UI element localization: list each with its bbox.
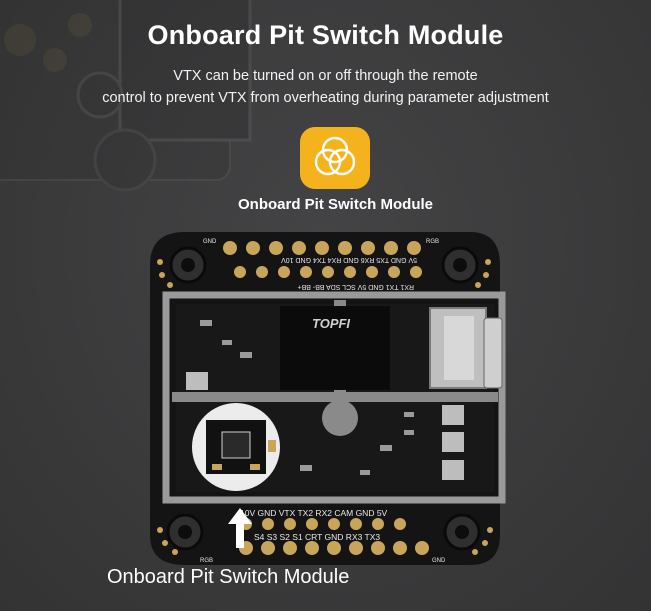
top-pad-labels-2: RX1 TX1 GND 5V SCL SDA BB- BB+ xyxy=(297,283,414,290)
corner-label-gnd-top: GND xyxy=(203,239,217,245)
corner-label-gnd-bottom: GND xyxy=(432,558,446,564)
bottom-solder-pads xyxy=(239,518,429,555)
board-brand: TOPFI xyxy=(312,316,350,331)
overlapping-circles-icon xyxy=(314,136,356,176)
callout-label: Onboard Pit Switch Module xyxy=(107,566,350,588)
top-pad-labels-1: 5V GND TX5 RX6 GND RX4 TX4 GND 10V xyxy=(281,256,417,263)
bottom-pad-labels-2: S4 S3 S2 S1 CRT GND RX3 TX3 xyxy=(254,532,380,542)
up-arrow-icon xyxy=(228,508,252,548)
description-line-1: VTX can be turned on or off through the … xyxy=(173,68,478,84)
page-title: Onboard Pit Switch Module xyxy=(147,20,504,50)
feature-badge xyxy=(300,127,370,189)
corner-label-rgb-bottom: RGB xyxy=(200,558,213,564)
description-line-2: control to prevent VTX from overheating … xyxy=(102,90,549,106)
corner-label-rgb-top: RGB xyxy=(426,239,439,245)
feature-label: Onboard Pit Switch Module xyxy=(238,196,433,213)
bottom-pad-labels-1: 10V GND VTX TX2 RX2 CAM GND 5V xyxy=(240,508,388,518)
top-solder-pads xyxy=(223,241,422,278)
